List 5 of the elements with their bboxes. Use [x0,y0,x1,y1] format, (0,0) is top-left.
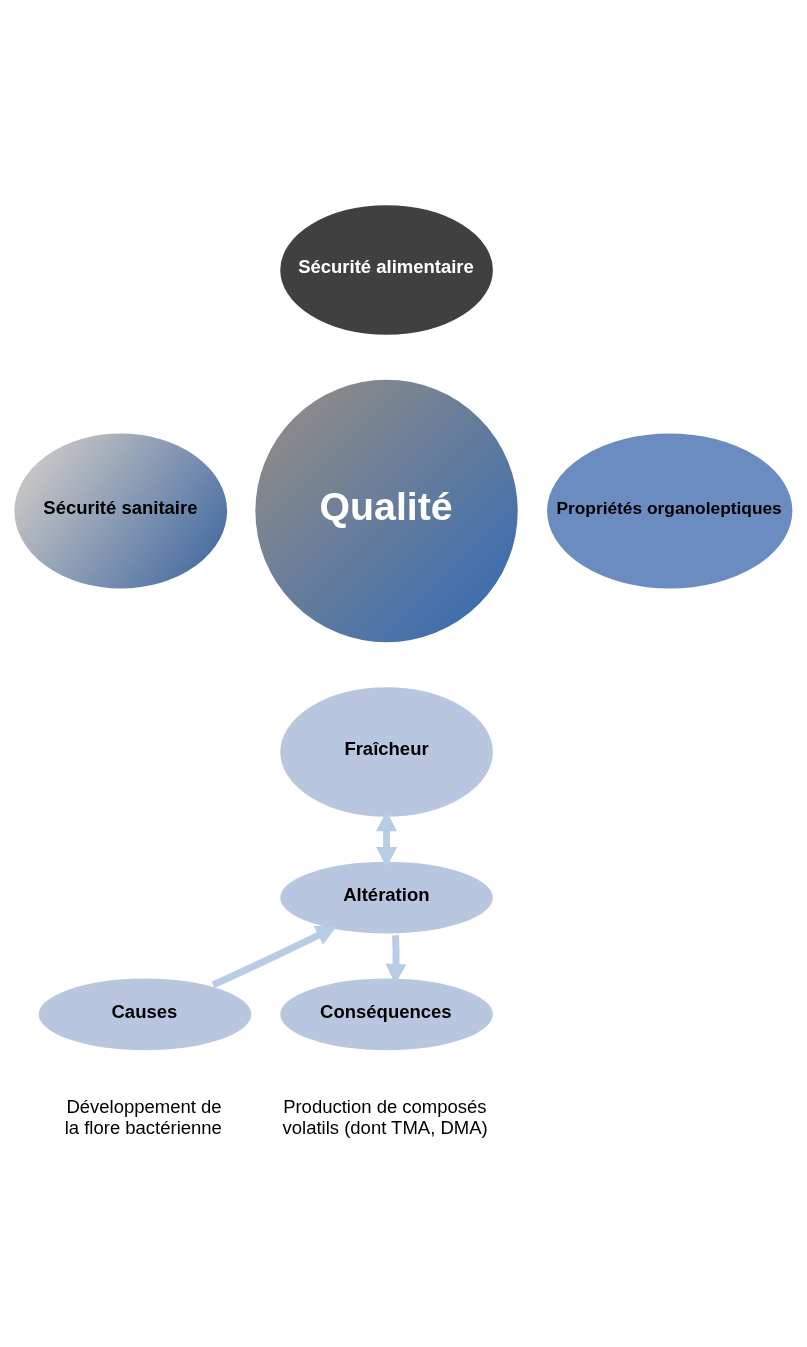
arrow [385,934,407,984]
arrow [211,925,337,988]
node-label: Production de composés volatils (dont TMA, DMA) [282,1095,488,1138]
node-label: Développement de la flore bactérienne [64,1095,222,1138]
arrow [375,810,398,867]
